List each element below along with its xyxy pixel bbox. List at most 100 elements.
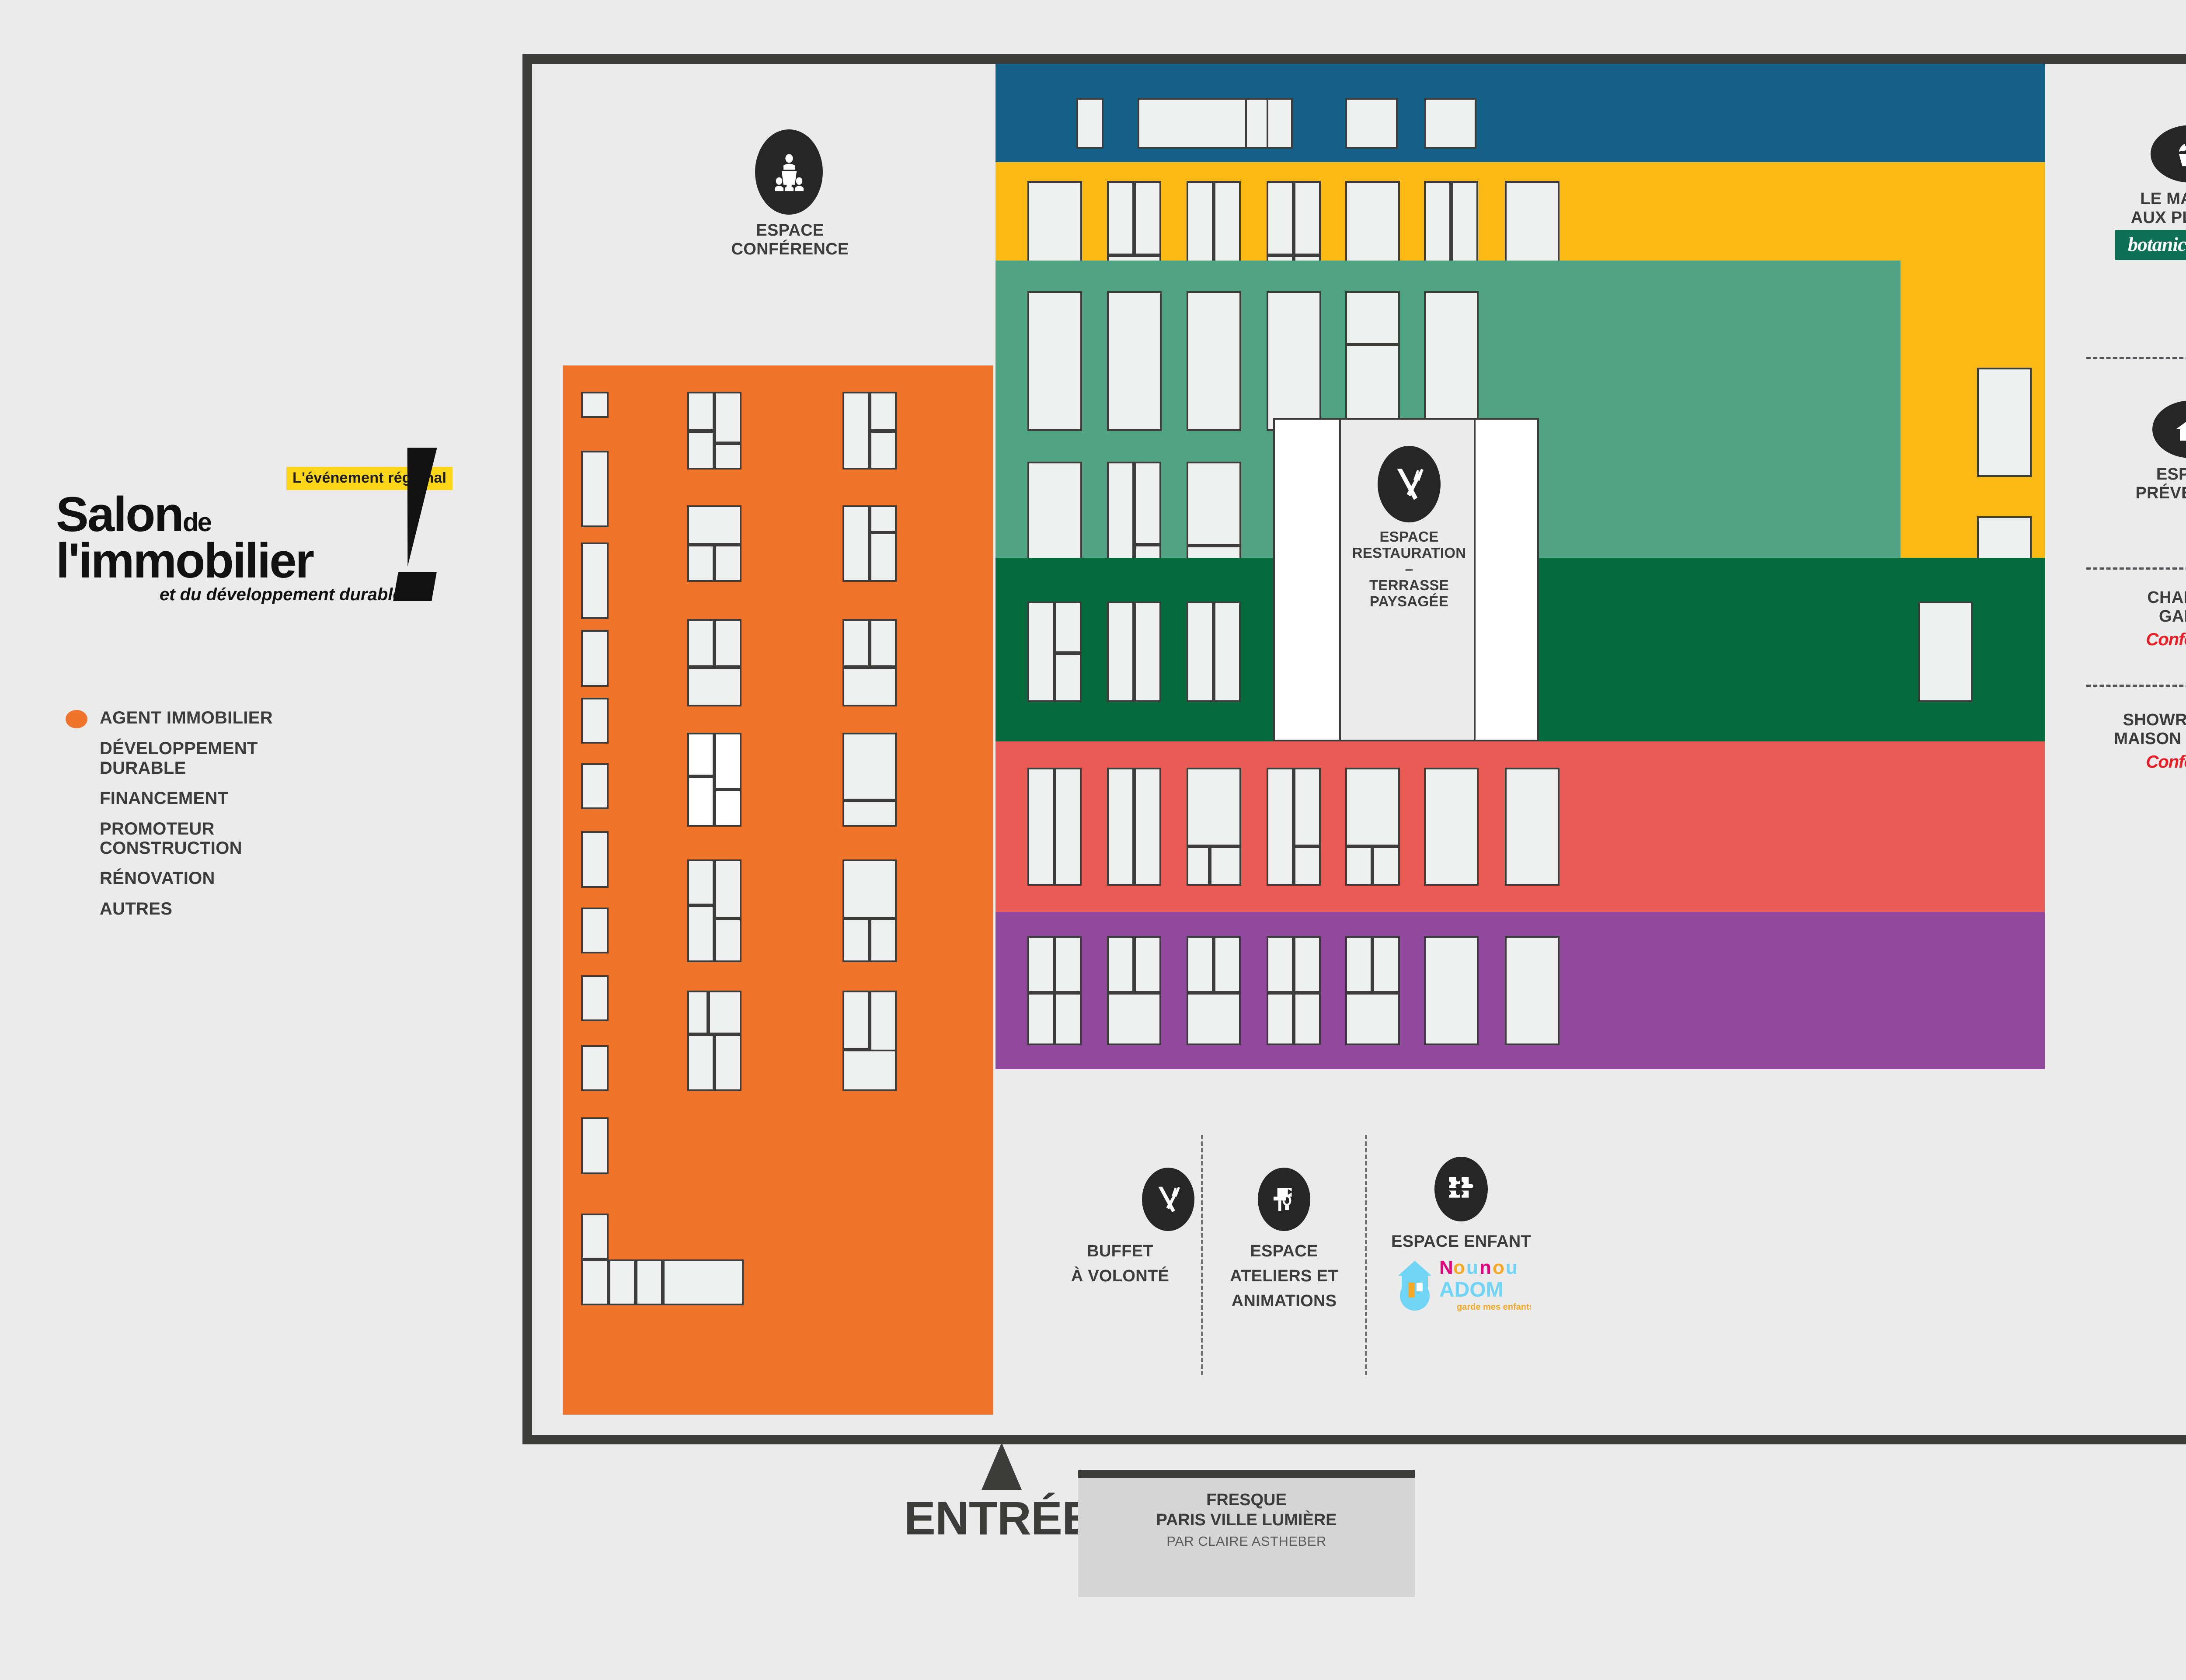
stand[interactable] — [1055, 936, 1082, 993]
stand[interactable] — [581, 831, 609, 888]
stand[interactable] — [714, 443, 741, 470]
stand[interactable] — [1055, 768, 1082, 886]
stand[interactable] — [1055, 653, 1082, 702]
fresque-block[interactable]: FRESQUE PARIS VILLE LUMIÈRE PAR CLAIRE A… — [1078, 1470, 1415, 1597]
zone-artisans-purple[interactable] — [996, 912, 2045, 1069]
stand[interactable] — [842, 918, 870, 962]
stand[interactable] — [1294, 936, 1321, 993]
stand[interactable] — [842, 619, 870, 667]
stand[interactable] — [1107, 993, 1161, 1045]
espace-enfant-block[interactable]: ESPACE ENFANT N o u n o u ADOM g — [1374, 1157, 1549, 1312]
stand[interactable] — [1134, 602, 1161, 702]
espace-conference-block[interactable]: ESPACE CONFÉRENCE — [676, 121, 904, 304]
stand[interactable] — [581, 763, 609, 809]
stand[interactable] — [1107, 181, 1134, 255]
stand[interactable] — [714, 545, 741, 582]
stand[interactable] — [687, 667, 741, 706]
stand[interactable] — [1210, 846, 1241, 886]
stand[interactable] — [1134, 768, 1161, 886]
stand[interactable] — [1187, 291, 1241, 431]
stand[interactable] — [1267, 936, 1294, 993]
stand[interactable] — [581, 1045, 609, 1091]
stand[interactable] — [1345, 768, 1400, 846]
stand[interactable] — [842, 859, 897, 918]
stand[interactable] — [609, 1259, 636, 1305]
stand[interactable] — [687, 776, 714, 827]
stand[interactable] — [581, 1117, 609, 1174]
stand[interactable] — [714, 1034, 741, 1091]
stand[interactable] — [1424, 98, 1476, 149]
stand[interactable] — [1107, 462, 1134, 575]
stand[interactable] — [1027, 768, 1055, 886]
stand[interactable] — [1187, 462, 1241, 546]
stand[interactable] — [708, 991, 741, 1034]
stand[interactable] — [714, 619, 741, 667]
espace-ateliers-block[interactable]: ESPACE ATELIERS ET ANIMATIONS — [1208, 1168, 1361, 1314]
stand[interactable] — [714, 790, 741, 827]
stand[interactable] — [714, 733, 741, 790]
stand[interactable] — [687, 859, 714, 905]
stand[interactable] — [687, 505, 741, 545]
stand[interactable] — [870, 392, 897, 431]
stand[interactable] — [1372, 846, 1400, 886]
zone-services-blue[interactable] — [996, 64, 2045, 162]
stand[interactable] — [714, 918, 741, 962]
stand[interactable] — [1187, 768, 1241, 846]
stand[interactable] — [581, 698, 609, 744]
stand[interactable] — [1027, 993, 1055, 1045]
stand[interactable] — [1245, 98, 1268, 149]
stand[interactable] — [1267, 98, 1293, 149]
stand[interactable] — [687, 991, 708, 1034]
stand[interactable] — [1345, 993, 1400, 1045]
stand[interactable] — [1055, 602, 1082, 653]
stand[interactable] — [1187, 602, 1214, 702]
stand[interactable] — [870, 619, 897, 667]
stand[interactable] — [1267, 181, 1294, 255]
stand[interactable] — [1267, 993, 1294, 1045]
stand[interactable] — [581, 908, 609, 953]
stand[interactable] — [1505, 768, 1559, 886]
stand[interactable] — [1505, 936, 1559, 1045]
stand[interactable] — [1918, 602, 1973, 702]
stand[interactable] — [687, 733, 714, 776]
stand[interactable] — [870, 431, 897, 470]
stand[interactable] — [1214, 602, 1241, 702]
zone-immobilier-orange[interactable] — [563, 365, 993, 1415]
stand[interactable] — [581, 1214, 609, 1259]
stand[interactable] — [1214, 936, 1241, 993]
stand[interactable] — [1187, 936, 1214, 993]
stand[interactable] — [1134, 181, 1161, 255]
stand[interactable] — [1134, 936, 1161, 993]
stand[interactable] — [581, 451, 609, 527]
stand[interactable] — [842, 991, 870, 1050]
stand[interactable] — [842, 667, 897, 706]
stand[interactable] — [687, 545, 714, 582]
stand[interactable] — [1267, 768, 1294, 886]
stand[interactable] — [1372, 936, 1400, 993]
stand[interactable] — [842, 1050, 897, 1091]
stand[interactable] — [581, 392, 609, 418]
stand[interactable] — [870, 918, 897, 962]
stand[interactable] — [1267, 291, 1321, 431]
stand[interactable] — [581, 975, 609, 1021]
espace-restauration-block[interactable]: ESPACE RESTAURATION – TERRASSE PAYSAGÉE — [1273, 418, 1539, 741]
stand[interactable] — [870, 532, 897, 582]
stand[interactable] — [581, 1259, 609, 1305]
stand[interactable] — [1424, 768, 1479, 886]
stand[interactable] — [1345, 846, 1372, 886]
stand[interactable] — [687, 619, 714, 667]
stand[interactable] — [714, 859, 741, 918]
stand[interactable] — [1294, 993, 1321, 1045]
stand[interactable] — [870, 505, 897, 532]
stand[interactable] — [1345, 291, 1400, 344]
stand[interactable] — [1294, 846, 1321, 886]
stand[interactable] — [1138, 98, 1247, 149]
stand[interactable] — [1977, 368, 2032, 477]
stand[interactable] — [1345, 936, 1372, 993]
stand[interactable] — [1294, 768, 1321, 846]
stand[interactable] — [687, 1034, 714, 1091]
stand[interactable] — [714, 392, 741, 443]
stand[interactable] — [636, 1259, 663, 1305]
stand[interactable] — [1107, 768, 1134, 886]
stand[interactable] — [581, 630, 609, 687]
